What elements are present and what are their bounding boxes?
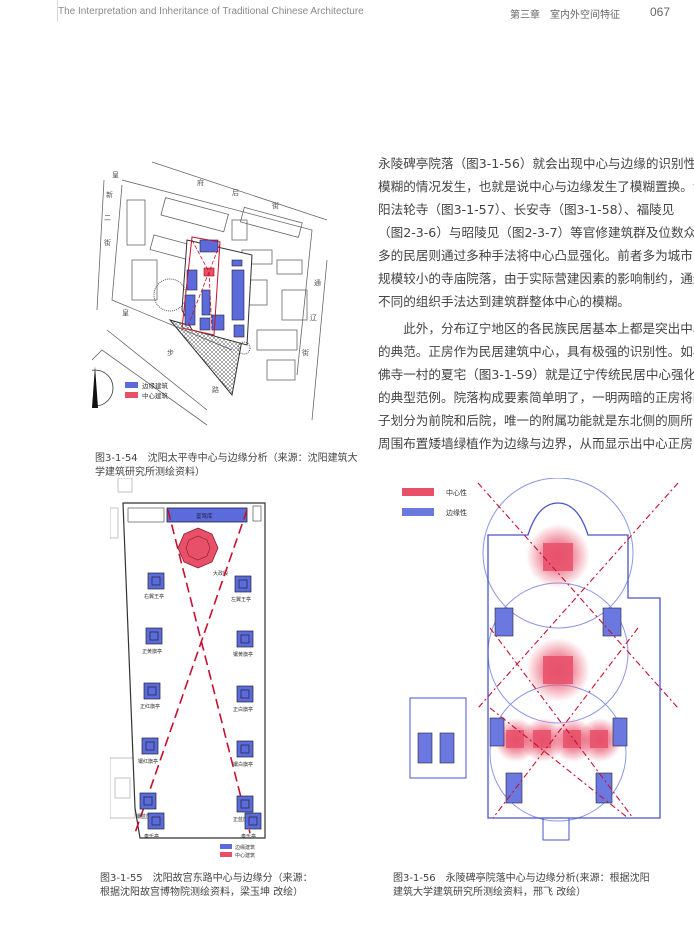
- figure-caption-3-1-54: 图3-1-54 沈阳太平寺中心与边缘分析（来源：沈阳建筑大 学建筑研究所测绘资料…: [95, 452, 358, 480]
- pavilion: [236, 740, 254, 758]
- pavilion: [139, 792, 157, 810]
- legend-center-swatch: [402, 488, 434, 496]
- caption-line: 图3-1-54 沈阳太平寺中心与边缘分析（来源：沈阳建筑大: [95, 453, 358, 464]
- pavilion: [147, 812, 165, 830]
- caption-line: 根据沈阳故宫博物院测绘资料，梁玉坤 改绘）: [100, 887, 304, 898]
- pavilion: [143, 682, 161, 700]
- text-line: （图2-3-6）与昭陵见（图2-3-7）等官修建筑群及位数众: [378, 225, 694, 240]
- top-hall-label: 銮驾库: [196, 512, 213, 520]
- pavilion-label: 镶黄旗亭: [233, 651, 253, 658]
- legend-center-label: 中心建筑: [142, 391, 169, 400]
- pavilion-label: 右翼王亭: [144, 593, 164, 600]
- pavilion: [234, 575, 252, 593]
- caption-line: 图3-1-56 永陵碑亭院落中心与边缘分析(来源：根据沈阳: [393, 873, 650, 884]
- pavilion-label: 左翼王亭: [231, 596, 251, 603]
- pavilion-label: 镶白旗亭: [233, 761, 253, 768]
- axis-lines: [134, 509, 251, 834]
- top-hall: [166, 507, 248, 523]
- text-line: 规模较小的寺庙院落，由于实际营建因素的影响制约，通过: [378, 271, 694, 286]
- pavilion-label: 正白旗亭: [233, 706, 253, 713]
- text-line: 佛寺一村的夏宅（图3-1-59）就是辽宁传统民居中心强化: [378, 367, 694, 382]
- pavilion: [244, 812, 262, 830]
- legend-edge-label: 边缘建筑: [142, 381, 169, 390]
- pavilion-label: 镶蓝旗亭: [136, 813, 156, 820]
- street-label: 皇: [122, 308, 129, 317]
- street-label: 辽: [310, 314, 317, 322]
- north-arrow-icon: [92, 366, 114, 408]
- text-line: 的典范。正房作为民居建筑中心，具有极强的识别性。如石: [378, 344, 694, 359]
- caption-line: 图3-1-55 沈阳故宫东路中心与边缘分（来源：: [100, 873, 313, 884]
- street-label: 新: [106, 190, 113, 199]
- figure-3-1-54-site-plan: 皇 新 二 街 府 后 街 通 辽 街 皇 步 路 边缘建筑 中心建筑: [92, 161, 328, 426]
- pavilion: [147, 572, 165, 590]
- street-label: 皇: [112, 170, 119, 179]
- pavilion: [236, 685, 254, 703]
- street-label: 街: [302, 348, 309, 357]
- header-rule: [57, 0, 58, 22]
- street-label: 府: [197, 178, 204, 187]
- legend-edge-label: 边缘建筑: [235, 844, 255, 851]
- street-label: 通: [314, 278, 321, 287]
- legend-edge-swatch: [125, 382, 138, 388]
- chapter-title: 第三章 室内外空间特征: [510, 10, 620, 21]
- edge-buildings: [417, 607, 628, 804]
- book-title: The Interpretation and Inheritance of Tr…: [58, 6, 364, 17]
- legend-center-label: 中心建筑: [235, 852, 255, 859]
- text-line: 子划分为前院和后院，唯一的附属功能就是东北侧的厕所，: [378, 413, 694, 428]
- pavilion-label: 奏乐亭: [241, 833, 256, 840]
- text-line: 多的民居则通过多种手法将中心凸显强化。前者多为城市中: [378, 248, 694, 263]
- text-line: 不同的组织手法达到建筑群整体中心的模糊。: [378, 294, 630, 309]
- figure-caption-3-1-56: 图3-1-56 永陵碑亭院落中心与边缘分析(来源：根据沈阳 建筑大学建筑研究所测…: [393, 872, 650, 900]
- main-hall: [177, 527, 219, 569]
- main-hall-label: 大政殿: [213, 570, 228, 577]
- street-label: 路: [212, 385, 219, 394]
- legend-center-label: 中心性: [446, 488, 467, 497]
- pavilion-label: 正黄旗亭: [142, 648, 162, 655]
- legend-center-swatch: [125, 392, 138, 398]
- pavilion: [236, 795, 254, 813]
- figure-caption-3-1-55: 图3-1-55 沈阳故宫东路中心与边缘分（来源： 根据沈阳故宫博物院测绘资料，梁…: [100, 872, 313, 900]
- body-text: 永陵碑亭院落（图3-1-56）就会出现中心与边缘的识别性 模糊的情况发生，也就是…: [378, 152, 694, 455]
- text-line: 阳法轮寺（图3-1-57）、长安寺（图3-1-58）、福陵见: [378, 202, 675, 217]
- pavilion: [141, 737, 159, 755]
- center-buildings: [506, 543, 608, 748]
- caption-line: 建筑大学建筑研究所测绘资料，邢飞 改绘）: [393, 887, 587, 898]
- text-line: 的典型范例。院落构成要素简单明了，一明两暗的正房将院: [378, 390, 694, 405]
- pavilion-label: 正红旗亭: [140, 703, 160, 710]
- axis-lines: [477, 482, 679, 819]
- street-label: 步: [167, 349, 174, 357]
- figure-3-1-56-plan: 中心性 边缘性: [402, 478, 679, 841]
- pavilion: [236, 630, 254, 648]
- pavilion-label: 奏乐亭: [144, 833, 159, 840]
- street-label: 后: [232, 188, 239, 197]
- legend-edge-swatch: [402, 508, 434, 516]
- text-line: 模糊的情况发生，也就是说中心与边缘发生了模糊置换。沈: [378, 179, 694, 194]
- street-label: 街: [104, 238, 111, 247]
- pavilion-label: 镶红旗亭: [138, 758, 158, 765]
- page-number: 067: [650, 5, 671, 19]
- text-line: 周围布置矮墙绿植作为边缘与边界，从而显示出中心正房的: [378, 436, 694, 451]
- text-line: 此外，分布辽宁地区的各民族民居基本上都是突出中心: [378, 321, 694, 336]
- street-label: 二: [104, 214, 111, 222]
- caption-line: 学建筑研究所测绘资料）: [95, 467, 205, 478]
- legend-edge-label: 边缘性: [446, 508, 467, 517]
- text-line: 永陵碑亭院落（图3-1-56）就会出现中心与边缘的识别性: [378, 156, 694, 171]
- pavilion: [145, 627, 163, 645]
- pavilion-label: 正蓝旗亭: [233, 816, 253, 823]
- street-label: 街: [272, 201, 279, 210]
